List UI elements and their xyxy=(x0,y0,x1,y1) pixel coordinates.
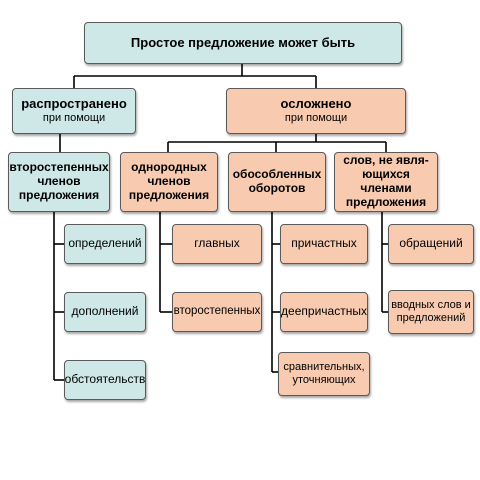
leaf-label: обстоятельств xyxy=(64,372,146,387)
category-label: обособленных оборотов xyxy=(232,167,322,195)
leaf-adverbials: обстоятельств xyxy=(64,360,146,400)
category-label: однородных членов предложения xyxy=(128,160,210,202)
leaf-label: причастных xyxy=(291,236,357,251)
leaf-label: второстепенных xyxy=(173,305,261,318)
category-homogeneous-members: однородных членов предложения xyxy=(120,152,218,212)
leaf-label: сравнительных, уточняющих xyxy=(283,361,365,386)
branch-right-subtitle: при помощи xyxy=(284,112,348,125)
branch-right-title: осложнено xyxy=(280,96,352,112)
leaf-label: деепричастных xyxy=(281,304,367,319)
leaf-label: вводных слов и предложений xyxy=(391,299,471,324)
root-label: Простое предложение может быть xyxy=(130,34,356,50)
category-secondary-members: второстепенных членов предложения xyxy=(8,152,110,212)
leaf-addresses: обращений xyxy=(388,224,474,264)
branch-right: осложнено при помощи xyxy=(226,88,406,134)
leaf-label: дополнений xyxy=(71,304,139,319)
leaf-adverbial-participial: деепричастных xyxy=(280,292,368,332)
branch-left-subtitle: при помощи xyxy=(42,112,106,125)
category-label: второстепенных членов предложения xyxy=(9,160,109,202)
root-node: Простое предложение может быть xyxy=(84,22,402,64)
leaf-introductory-words: вводных слов и предложений xyxy=(388,290,474,334)
leaf-secondary: второстепенных xyxy=(172,292,262,332)
leaf-attributes: определений xyxy=(64,224,146,264)
category-non-member-words: слов, не явля- ющихся членами предложени… xyxy=(334,152,438,212)
branch-left-title: распространено xyxy=(21,96,127,112)
leaf-main: главных xyxy=(172,224,262,264)
branch-left: распространено при помощи xyxy=(12,88,136,134)
leaf-participial: причастных xyxy=(280,224,368,264)
category-label: слов, не явля- ющихся членами предложени… xyxy=(343,153,429,209)
leaf-objects: дополнений xyxy=(64,292,146,332)
leaf-label: определений xyxy=(68,236,142,251)
leaf-label: обращений xyxy=(399,236,463,251)
leaf-label: главных xyxy=(194,236,240,251)
category-isolated-phrases: обособленных оборотов xyxy=(228,152,326,212)
leaf-comparative-clarifying: сравнительных, уточняющих xyxy=(278,352,370,396)
